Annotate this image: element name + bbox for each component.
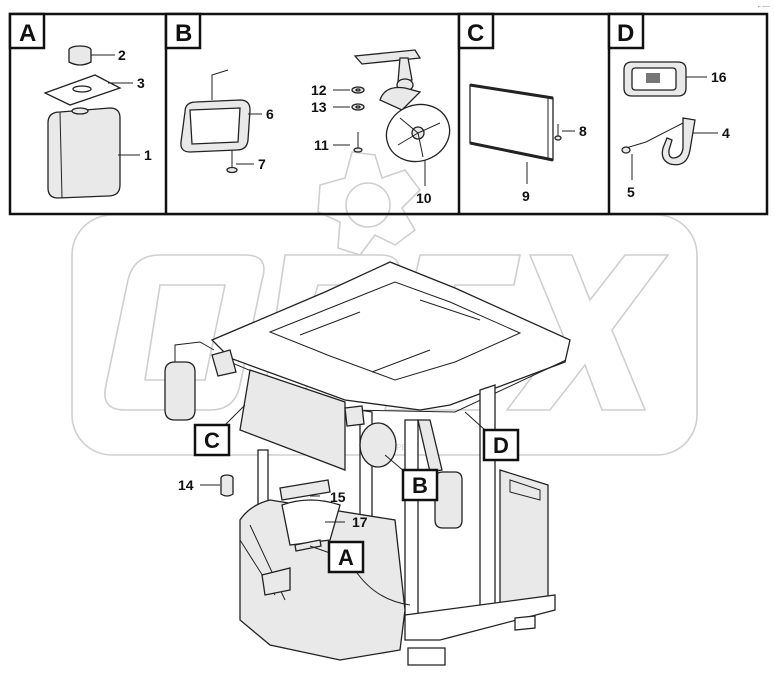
panel-a-label: A [8, 12, 46, 50]
panel-c-label: C [457, 12, 495, 50]
part-washers [351, 86, 365, 153]
callout-c: C [193, 423, 231, 457]
callout-b: B [401, 468, 439, 502]
part-screw-8 [554, 124, 562, 141]
part-fan [379, 86, 451, 163]
part-gasket [43, 74, 122, 106]
part-number-6: 6 [266, 106, 274, 122]
part-mirror [180, 69, 251, 153]
cab-post [404, 419, 419, 616]
svg-text:A: A [338, 545, 354, 570]
cab-front-panel [239, 369, 346, 471]
part-fan-bracket [353, 49, 422, 92]
part-lamp [623, 61, 687, 97]
part-number-10: 10 [416, 190, 432, 206]
cab-switch-panel [279, 479, 331, 501]
cab-lamp-right [344, 405, 365, 427]
part-number-2: 2 [118, 47, 126, 63]
cab-plate-17 [294, 539, 322, 552]
cab-fan [359, 422, 397, 468]
watermark-label: OPEX [390, 443, 413, 452]
part-number-13: 13 [311, 99, 327, 115]
svg-text:B: B [412, 473, 428, 498]
part-number-1: 1 [144, 147, 152, 163]
cab-roof [210, 261, 571, 411]
part-number-3: 3 [137, 75, 145, 91]
svg-text:D: D [617, 20, 634, 47]
panel-frame [8, 12, 769, 216]
callout-d: D [482, 428, 520, 462]
leader-lines [91, 54, 718, 186]
right-mirror [434, 471, 463, 529]
cab-assembly [164, 261, 571, 666]
part-number-12: 12 [311, 82, 327, 98]
part-number-15: 15 [330, 489, 346, 505]
svg-text:C: C [467, 20, 484, 47]
part-number-11: 11 [314, 137, 329, 153]
panels-outline [8, 12, 769, 216]
cab-lamp-left [211, 349, 237, 377]
cab-console [239, 499, 406, 661]
cab-rear-box [499, 469, 549, 613]
part-sunvisor [469, 83, 554, 162]
cab-foot [514, 615, 536, 631]
part-number-9: 9 [522, 188, 530, 204]
watermark-gear [317, 151, 422, 256]
part-number-16: 16 [711, 69, 727, 85]
left-mirror-arm [174, 341, 215, 370]
part-cap [68, 45, 92, 66]
cab-handle-plate [261, 567, 291, 596]
part-screw-7 [226, 150, 238, 174]
cab-post [479, 384, 496, 616]
part-hook [661, 117, 696, 166]
part-14-cylinder [220, 474, 234, 497]
cab-floor [404, 594, 556, 641]
svg-text:B: B [175, 20, 192, 47]
panel-d-label: D [607, 12, 645, 50]
part-number-7: 7 [258, 156, 266, 172]
part-tank [47, 107, 121, 199]
cab-foot [407, 647, 446, 666]
part-number-17: 17 [352, 514, 368, 530]
part-number-4: 4 [722, 125, 730, 141]
part-screw-5 [621, 122, 684, 154]
part-number-14: 14 [178, 477, 194, 493]
cab-seat [281, 499, 341, 546]
part-number-5: 5 [627, 184, 635, 200]
left-mirror [164, 361, 196, 421]
part-number-8: 8 [579, 123, 587, 139]
svg-text:C: C [204, 428, 220, 453]
corner-mark: ⌐ ── [758, 4, 770, 10]
callout-a: A [327, 540, 365, 574]
svg-text:A: A [19, 20, 36, 47]
panel-b-label: B [164, 12, 202, 50]
right-mirror-arm [417, 419, 443, 473]
main-leader-lines [200, 404, 486, 554]
svg-text:D: D [493, 433, 509, 458]
